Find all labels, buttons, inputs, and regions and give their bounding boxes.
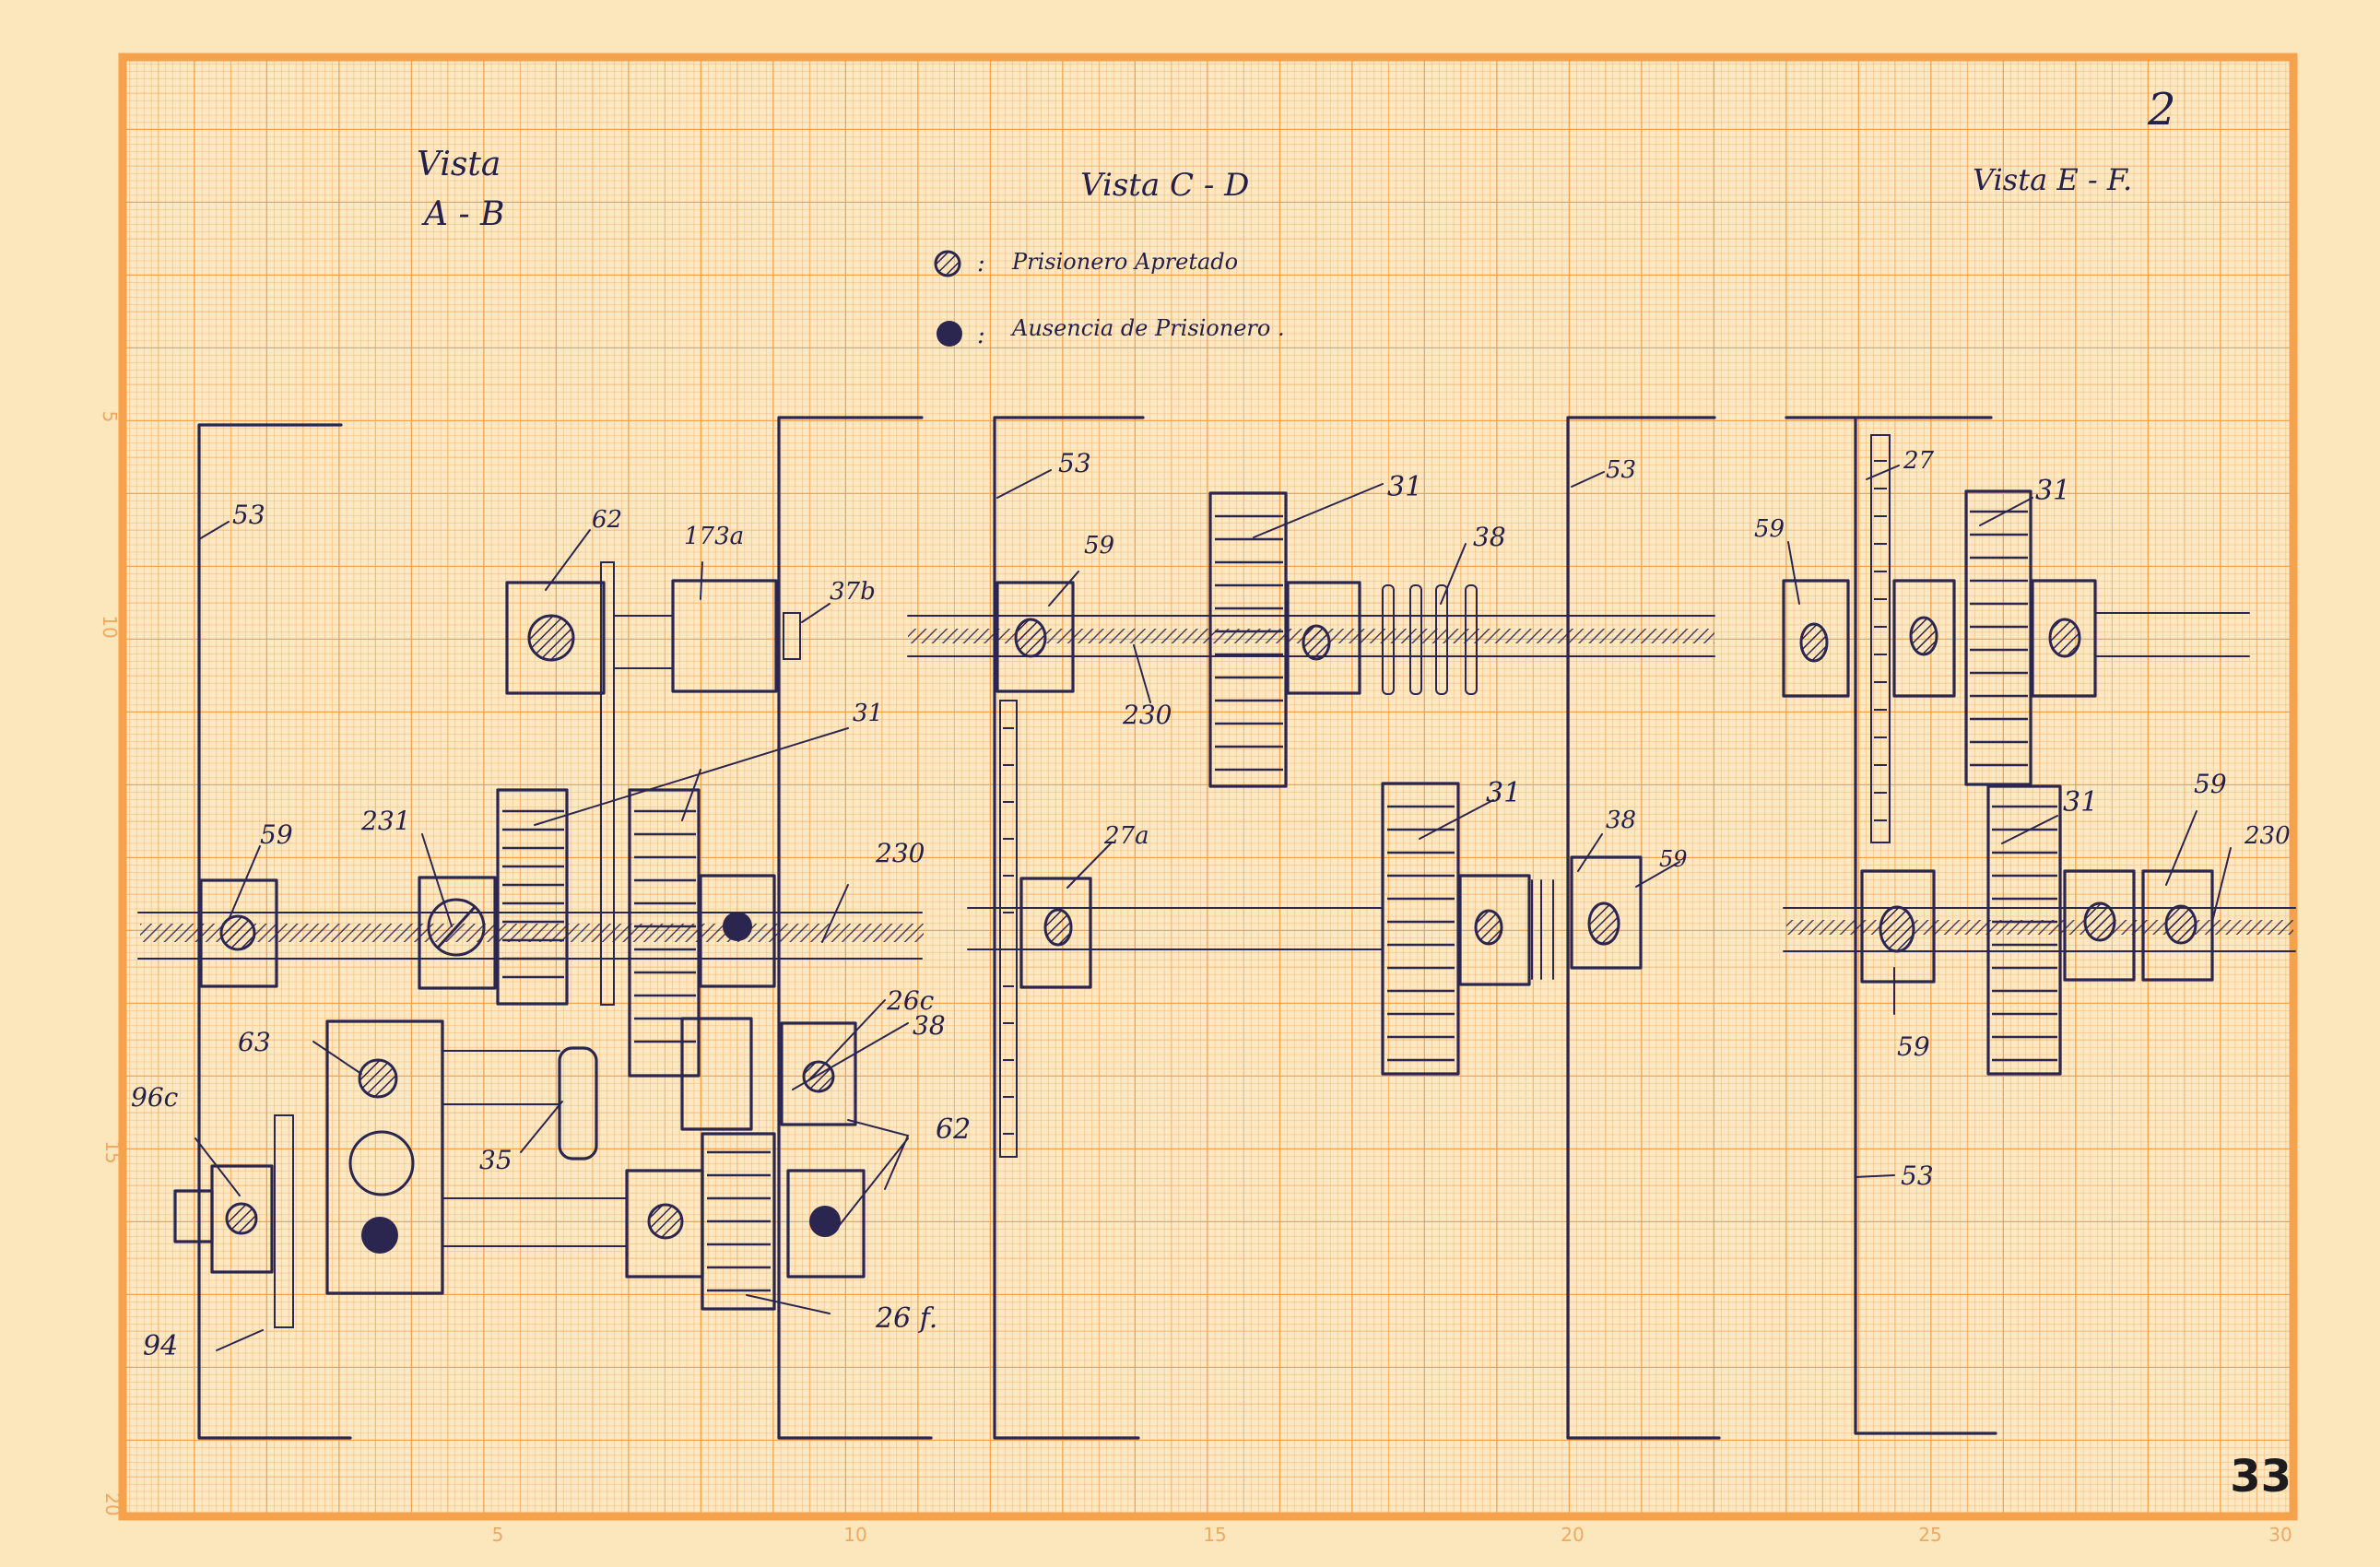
- x-tick: 25: [1918, 1524, 1941, 1546]
- part-label: 31: [1387, 471, 1422, 503]
- part-label: 94: [143, 1330, 178, 1362]
- part-label: 31: [1486, 777, 1521, 809]
- legend-item-absent: : Ausencia de Prisionero .: [937, 315, 1285, 349]
- part-label: 230: [2244, 822, 2291, 850]
- part-label: 173a: [684, 523, 744, 550]
- part-label: 27a: [1103, 822, 1149, 850]
- x-tick: 15: [1203, 1524, 1226, 1546]
- y-tick: 15: [101, 1140, 124, 1163]
- part-label: 26c: [886, 985, 935, 1016]
- view-ef-title: Vista E - F.: [1973, 162, 2132, 197]
- part-label: 53: [1901, 1161, 1934, 1191]
- x-tick: 10: [843, 1524, 866, 1546]
- part-label: 38: [1606, 807, 1636, 834]
- part-label: 27: [1903, 447, 1935, 475]
- y-tick: 20: [101, 1492, 124, 1515]
- part-label: 63: [238, 1027, 271, 1057]
- legend-label: Ausencia de Prisionero .: [1010, 315, 1285, 341]
- grid: [118, 53, 2298, 1521]
- legend-item-tightened: : Prisionero Apretado: [934, 249, 1238, 277]
- part-label: 230: [875, 838, 925, 868]
- view-ab-drawing: [137, 416, 933, 1440]
- view-ab-title-line2: A - B: [421, 195, 505, 233]
- legend: : Prisionero Apretado : Ausencia de Pris…: [934, 249, 1285, 349]
- x-tick: 20: [1561, 1524, 1584, 1546]
- part-label: 38: [1473, 522, 1506, 552]
- part-label: 38: [913, 1010, 946, 1041]
- part-label: 26 f.: [875, 1302, 937, 1335]
- y-tick: 5: [99, 411, 121, 423]
- part-label: 96c: [131, 1082, 179, 1113]
- part-label: 53: [1058, 448, 1091, 478]
- filled-circle-icon: [937, 321, 962, 347]
- part-label: 59: [1897, 1031, 1930, 1062]
- view-cd-labels: 53 59 31 38 53 230 27a 31 38 59: [1058, 448, 1688, 872]
- view-ef-labels: 59 27 31 31 59 230 59 53: [1754, 447, 2291, 1191]
- view-ab-title-line1: Vista: [417, 146, 501, 183]
- part-label: 59: [1754, 515, 1785, 543]
- part-label: 231: [360, 806, 410, 836]
- x-tick: 30: [2268, 1524, 2292, 1546]
- part-label: 31: [853, 700, 883, 727]
- legend-separator: :: [977, 322, 985, 349]
- view-cd-drawing: [907, 416, 1721, 1440]
- hatched-circle-icon: [934, 250, 961, 277]
- part-label: 230: [1122, 700, 1172, 730]
- y-tick: 10: [99, 615, 121, 638]
- view-ab-labels: 53 62 173a 37b 31 231 59 230 63 96c 26c …: [131, 500, 971, 1362]
- x-axis-ticks: 5 10 15 20 25 30: [492, 1524, 2292, 1546]
- part-label: 59: [2194, 769, 2227, 799]
- view-cd-title: Vista C - D: [1080, 167, 1249, 204]
- part-label: 31: [2063, 786, 2098, 819]
- part-label: 53: [232, 500, 265, 530]
- part-label: 59: [1084, 532, 1114, 560]
- part-label: 37b: [830, 578, 876, 606]
- legend-label: Prisionero Apretado: [1011, 249, 1238, 275]
- x-tick: 5: [492, 1524, 504, 1546]
- legend-separator: :: [977, 250, 985, 277]
- view-ef-drawing: [1782, 416, 2296, 1435]
- part-label: 35: [479, 1145, 513, 1175]
- part-label: 62: [936, 1113, 971, 1146]
- part-label: 53: [1606, 456, 1636, 484]
- view-titles: Vista A - B Vista C - D Vista E - F.: [417, 146, 2132, 233]
- y-axis-ticks: 5 10 15 15 20: [99, 411, 124, 1516]
- part-label: 62: [592, 506, 622, 534]
- sheet-number: 2: [2147, 84, 2176, 135]
- part-label: 59: [1659, 846, 1688, 872]
- part-label: 31: [2035, 475, 2070, 507]
- part-label: 59: [260, 819, 293, 850]
- page-number: 33: [2230, 1451, 2292, 1502]
